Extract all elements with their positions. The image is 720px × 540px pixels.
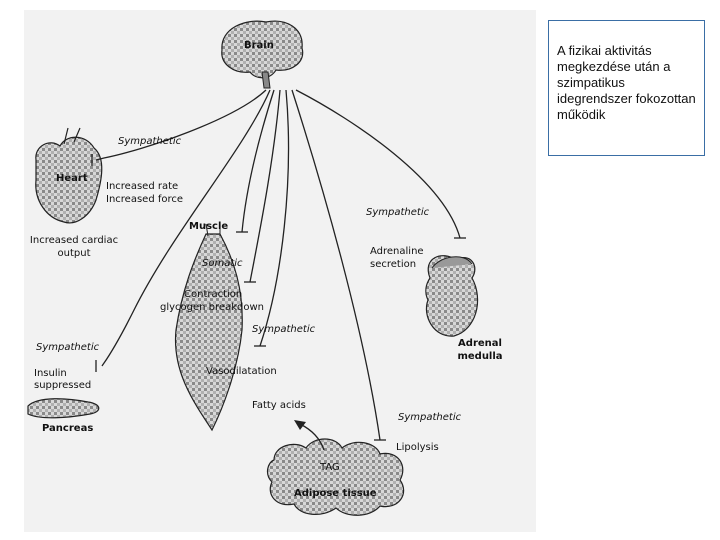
lipolysis-label: Lipolysis: [396, 442, 439, 453]
heart-effect-rate: Increased rate: [106, 181, 179, 192]
muscle-shape: [174, 223, 243, 432]
adrenaline-line1: Adrenaline: [370, 246, 424, 257]
nerve-to-pancreas: [101, 89, 271, 367]
nerve-to-vessels: [259, 89, 290, 347]
sympathetic-pancreas-label: Sympathetic: [36, 342, 100, 353]
brain-shape: [221, 20, 304, 89]
physiology-diagram: Brain Sympathetic Heart Increased rate I…: [24, 10, 536, 532]
heart-label: Heart: [56, 173, 88, 184]
nerve-to-adrenal: [295, 89, 461, 239]
muscle-effect-glycogen: glycogen breakdown: [160, 302, 264, 313]
somatic-label: Somatic: [202, 258, 243, 269]
adrenaline-line2: secretion: [370, 259, 417, 270]
nerve-to-heart: [95, 89, 267, 161]
pancreas-label: Pancreas: [42, 423, 94, 434]
adrenal-label-line1: Adrenal: [458, 338, 502, 349]
fatty-acids-arrow: [294, 420, 325, 451]
sympathetic-vessels-label: Sympathetic: [252, 324, 316, 335]
muscle-label: Muscle: [189, 221, 229, 232]
cardiac-output-line1: Increased cardiac: [29, 235, 119, 246]
insulin-line2: suppressed: [34, 380, 92, 391]
nerve-to-muscle: [241, 89, 275, 233]
adrenal-label-line2: medulla: [457, 351, 503, 362]
muscle-effect-contraction: Contraction: [184, 289, 243, 300]
heart-shape: [35, 127, 103, 224]
adipose-tissue-label: Adipose tissue: [294, 488, 377, 499]
nerve-endings: [91, 154, 466, 441]
nerve-pathways: [95, 89, 461, 441]
vasodilatation-label: Vasodilatation: [206, 366, 277, 377]
diagram-graphics: [27, 20, 479, 516]
sympathetic-adrenal-label: Sympathetic: [366, 207, 430, 218]
tag-label: TAG: [320, 462, 340, 473]
pancreas-shape: [27, 398, 100, 419]
nerve-to-adipose: [291, 89, 381, 441]
insulin-line1: Insulin: [34, 368, 67, 379]
nerve-somatic-muscle: [249, 89, 281, 283]
brain-label: Brain: [244, 40, 274, 51]
heart-effect-force: Increased force: [106, 194, 184, 205]
cardiac-output-line2: output: [57, 248, 91, 259]
fatty-acids-label: Fatty acids: [252, 400, 306, 411]
adipose-tissue-shape: [266, 438, 405, 516]
sympathetic-heart-label: Sympathetic: [118, 136, 182, 147]
sympathetic-adipose-label: Sympathetic: [398, 412, 462, 423]
adrenal-kidney-shape: [425, 255, 479, 337]
explanation-textbox: A fizikai aktivitás megkezdése után a sz…: [548, 20, 705, 156]
